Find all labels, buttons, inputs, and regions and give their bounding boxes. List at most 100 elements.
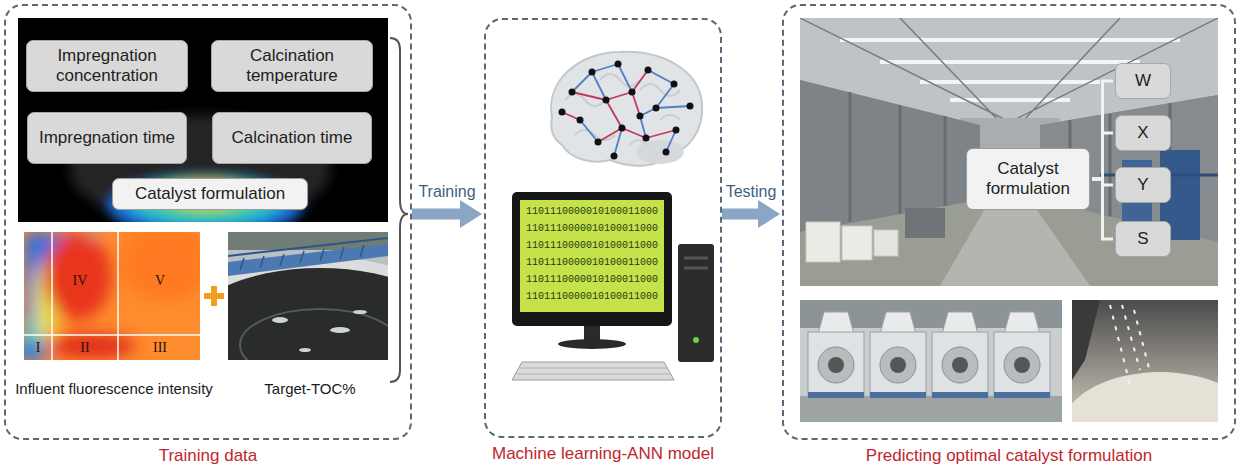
heatmap-image (44, 232, 112, 320)
brain-network (687, 103, 694, 110)
connectors (412, 81, 1113, 239)
factory-photo (800, 18, 1218, 286)
binary-code: 1101110000010100011000 (526, 275, 658, 285)
box-label: S (1137, 229, 1148, 249)
machines-photo (890, 357, 906, 373)
computer (678, 244, 714, 362)
parameter-box: Impregnation time (27, 112, 187, 164)
component-box: S (1115, 221, 1171, 257)
computer (512, 362, 674, 380)
bracket-brace (390, 38, 408, 382)
machines-photo (1004, 312, 1040, 334)
machines-photo (994, 332, 1050, 398)
binary-code: 1101110000010100011000 (526, 292, 658, 302)
machines-photo (880, 347, 916, 383)
box-label: Y (1137, 175, 1148, 195)
parameter-box: Calcination time (212, 112, 372, 164)
machines-photo (800, 396, 1062, 422)
factory-photo (806, 222, 840, 262)
machines-photo (1014, 357, 1030, 373)
region-numeral: IV (73, 273, 88, 289)
prediction-panel: Predicting optimal catalyst formulationC… (782, 4, 1236, 440)
clarifier-photo (330, 327, 350, 333)
brain-network (569, 89, 576, 96)
binary-code: 1101110000010100011000 (526, 258, 658, 268)
region-numeral: II (80, 340, 89, 356)
bracket-line (1092, 179, 1113, 239)
machines-photo (808, 392, 864, 398)
brain-network (673, 127, 680, 134)
factory-photo (940, 200, 1090, 286)
flow-arrow (412, 209, 460, 220)
powder-photo (1072, 372, 1218, 422)
region-numeral: III (153, 340, 167, 356)
panel-caption: Machine learning-ANN model (456, 444, 750, 464)
powder-photo (1072, 300, 1100, 380)
box-label: Catalyst formulation (973, 159, 1083, 198)
box-label: Impregnation concentration (33, 46, 181, 85)
clarifier-photo (228, 232, 388, 360)
region-numeral: V (155, 273, 165, 289)
machines-photo (818, 312, 854, 334)
edge-label: Training (418, 183, 475, 201)
heatmap-image (120, 232, 200, 302)
clarifier-photo (228, 268, 388, 360)
factory-photo (840, 40, 1180, 100)
formulation-box: Catalyst formulation (966, 148, 1090, 210)
machines-photo (1004, 347, 1040, 383)
brain-network (619, 125, 626, 132)
box-label: Catalyst formulation (135, 184, 285, 204)
computer (520, 200, 664, 312)
brain-network (595, 139, 602, 146)
heatmap-image (117, 232, 119, 360)
clarifier-photo (240, 245, 364, 270)
clarifier-photo (228, 244, 388, 276)
brain-network (629, 89, 636, 96)
clarifier-photo (240, 309, 388, 360)
brain-network (653, 105, 660, 112)
brain-network (643, 135, 650, 142)
brain-network (551, 52, 702, 166)
machines-photo (828, 357, 844, 373)
machines-photo (880, 312, 916, 334)
parameter-box: Calcination temperature (211, 40, 373, 92)
plus-symbol (204, 286, 224, 306)
plus-symbol (211, 286, 217, 306)
computer (512, 192, 672, 326)
component-box: W (1115, 63, 1171, 99)
training-panel: Training dataImpregnation concentrationC… (4, 4, 412, 440)
machines-photo (800, 300, 1062, 422)
brain-network (636, 140, 684, 164)
box-label: Calcination temperature (218, 46, 366, 85)
computer (517, 368, 671, 374)
heatmap-image (48, 334, 136, 358)
box-label: W (1135, 71, 1151, 91)
factory-photo (800, 18, 1218, 286)
machines-photo (818, 347, 854, 383)
image-caption: Target-TOC% (264, 380, 355, 397)
computer (684, 257, 708, 260)
brain-network (611, 153, 618, 160)
bracket-line (1092, 133, 1113, 179)
parameter-box: Impregnation concentration (26, 40, 188, 92)
flow-arrow (722, 209, 758, 220)
brain-network (589, 69, 596, 76)
factory-photo (842, 226, 872, 260)
machines-photo (800, 300, 1062, 422)
brain-network (663, 149, 670, 156)
panel-caption: Predicting optimal catalyst formulation (754, 446, 1240, 466)
machines-photo (942, 347, 978, 383)
brain-network (559, 61, 694, 160)
brain-network (603, 97, 610, 104)
region-numeral: I (36, 340, 41, 356)
binary-code: 1101110000010100011000 (526, 207, 658, 217)
machines-photo (994, 392, 1050, 398)
factory-photo (874, 230, 898, 256)
heatmap-image (24, 232, 200, 360)
fluorescence-image (18, 18, 388, 222)
computer (512, 192, 714, 380)
heatmap-image (24, 334, 200, 336)
powder-photo (1110, 305, 1150, 385)
machines-photo (942, 312, 978, 334)
